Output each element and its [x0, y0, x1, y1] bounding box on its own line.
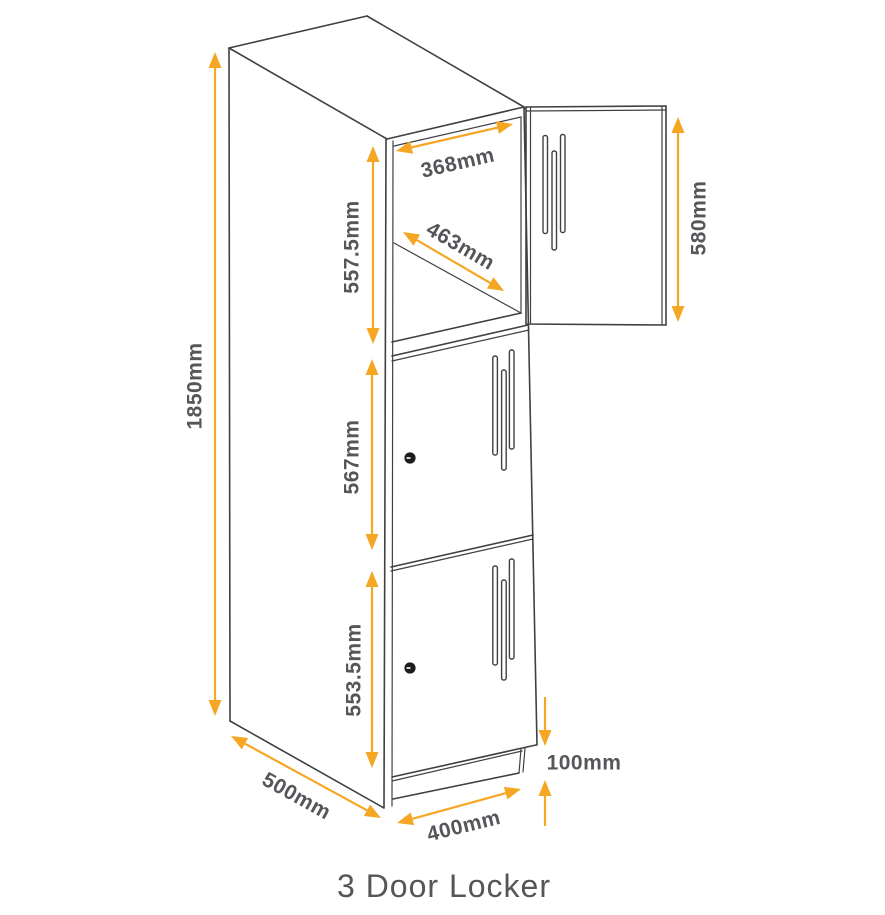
plinth-top-edge: [391, 750, 523, 782]
middle-door-height-label: 567mm: [341, 420, 364, 495]
top-front-left-edge: [228, 47, 388, 140]
overall-width-arrow-line: [412, 792, 506, 820]
open-door: [523, 105, 667, 326]
shelf-interior-edge: [393, 242, 522, 314]
open-door-outline: [525, 105, 667, 326]
locker-top-face: [228, 15, 525, 140]
arrow-down-right-icon: [363, 804, 381, 818]
middle-bottom-door-gap: [390, 534, 534, 572]
bottom-door-height-label: 553.5mm: [343, 623, 366, 716]
overall-height-label: 1850mm: [184, 342, 207, 429]
divider-top-line: [391, 324, 529, 357]
middle-door-vent-slot-1: [492, 355, 499, 456]
middle-door: [404, 349, 515, 471]
side-back-edge: [228, 47, 231, 722]
open-door-vent-slot-1: [542, 134, 549, 235]
front-left-stile-line: [391, 140, 394, 807]
top-front-edge: [386, 106, 525, 140]
arrow-down-icon: [208, 700, 222, 716]
arrow-left-icon: [396, 141, 414, 154]
arrow-right-icon: [503, 786, 521, 800]
overall-depth-arrow-line: [244, 742, 368, 812]
bottom-door-vent-slot-1: [492, 565, 499, 666]
dimension-middle-door-height: 567mm: [341, 359, 379, 550]
compartment-width-arrow-line: [410, 126, 499, 149]
opening-top-edge: [393, 116, 522, 147]
compartment-divider: [391, 324, 530, 362]
shelf-front-lip: [391, 312, 522, 343]
middle-door-vent-slot-3: [508, 349, 515, 450]
side-front-edge: [383, 138, 387, 808]
top-compartment-opening: [391, 116, 522, 343]
open-door-vent-slot-3: [559, 133, 566, 234]
door-gap-upper-line: [390, 534, 534, 568]
arrow-left-icon: [397, 812, 415, 826]
arrow-down-icon: [671, 306, 685, 322]
open-door-height-label: 580mm: [688, 181, 711, 256]
bottom-door-bottom-edge: [391, 744, 537, 778]
plinth-height-label: 100mm: [547, 752, 622, 775]
door-gap-lower-line: [390, 538, 534, 572]
top-right-edge: [366, 15, 525, 108]
dimension-top-compartment-height: 557.5mm: [341, 146, 380, 344]
arrow-up-left-icon: [231, 736, 249, 750]
arrow-down-icon: [538, 730, 552, 746]
arrow-down-icon: [366, 328, 380, 344]
locker-side-panel: [228, 47, 387, 809]
locker-plinth: [391, 744, 537, 800]
bottom-door-vent-slot-3: [508, 558, 515, 660]
plinth-bottom-edge: [392, 772, 520, 800]
dimension-plinth-height: 100mm: [538, 697, 622, 826]
arrow-up-icon: [365, 571, 379, 587]
arrow-up-icon: [365, 359, 379, 375]
locker-drawing: [228, 15, 667, 809]
dimension-overall-height: 1850mm: [184, 52, 222, 716]
plinth-right-edge-inner: [522, 747, 526, 773]
arrow-up-icon: [366, 146, 380, 162]
side-bottom-edge: [229, 720, 385, 809]
bottom-door-vent-slot-2: [500, 579, 507, 681]
arrow-right-icon: [495, 121, 513, 134]
middle-door-vent-slot-2: [500, 369, 507, 471]
dimension-bottom-door-height: 553.5mm: [343, 571, 379, 768]
open-door-top-inner-line: [525, 109, 667, 112]
arrow-up-left-icon: [403, 232, 421, 246]
diagram-title: 3 Door Locker: [337, 868, 551, 904]
top-compartment-height-label: 557.5mm: [341, 200, 364, 293]
arrow-up-icon: [208, 52, 222, 68]
arrow-down-icon: [365, 752, 379, 768]
dimension-open-door-height: 580mm: [671, 117, 711, 322]
arrow-down-right-icon: [486, 277, 504, 291]
plinth-right-edge-outer: [518, 748, 522, 774]
arrow-down-icon: [365, 534, 379, 550]
top-back-left-edge: [228, 15, 368, 49]
divider-bottom-line: [391, 329, 530, 362]
open-door-vent-slot-2: [551, 150, 558, 251]
compartment-depth-arrow-line: [416, 239, 491, 284]
arrow-up-icon: [671, 117, 685, 133]
bottom-door: [404, 558, 515, 681]
arrow-up-icon: [538, 780, 552, 796]
